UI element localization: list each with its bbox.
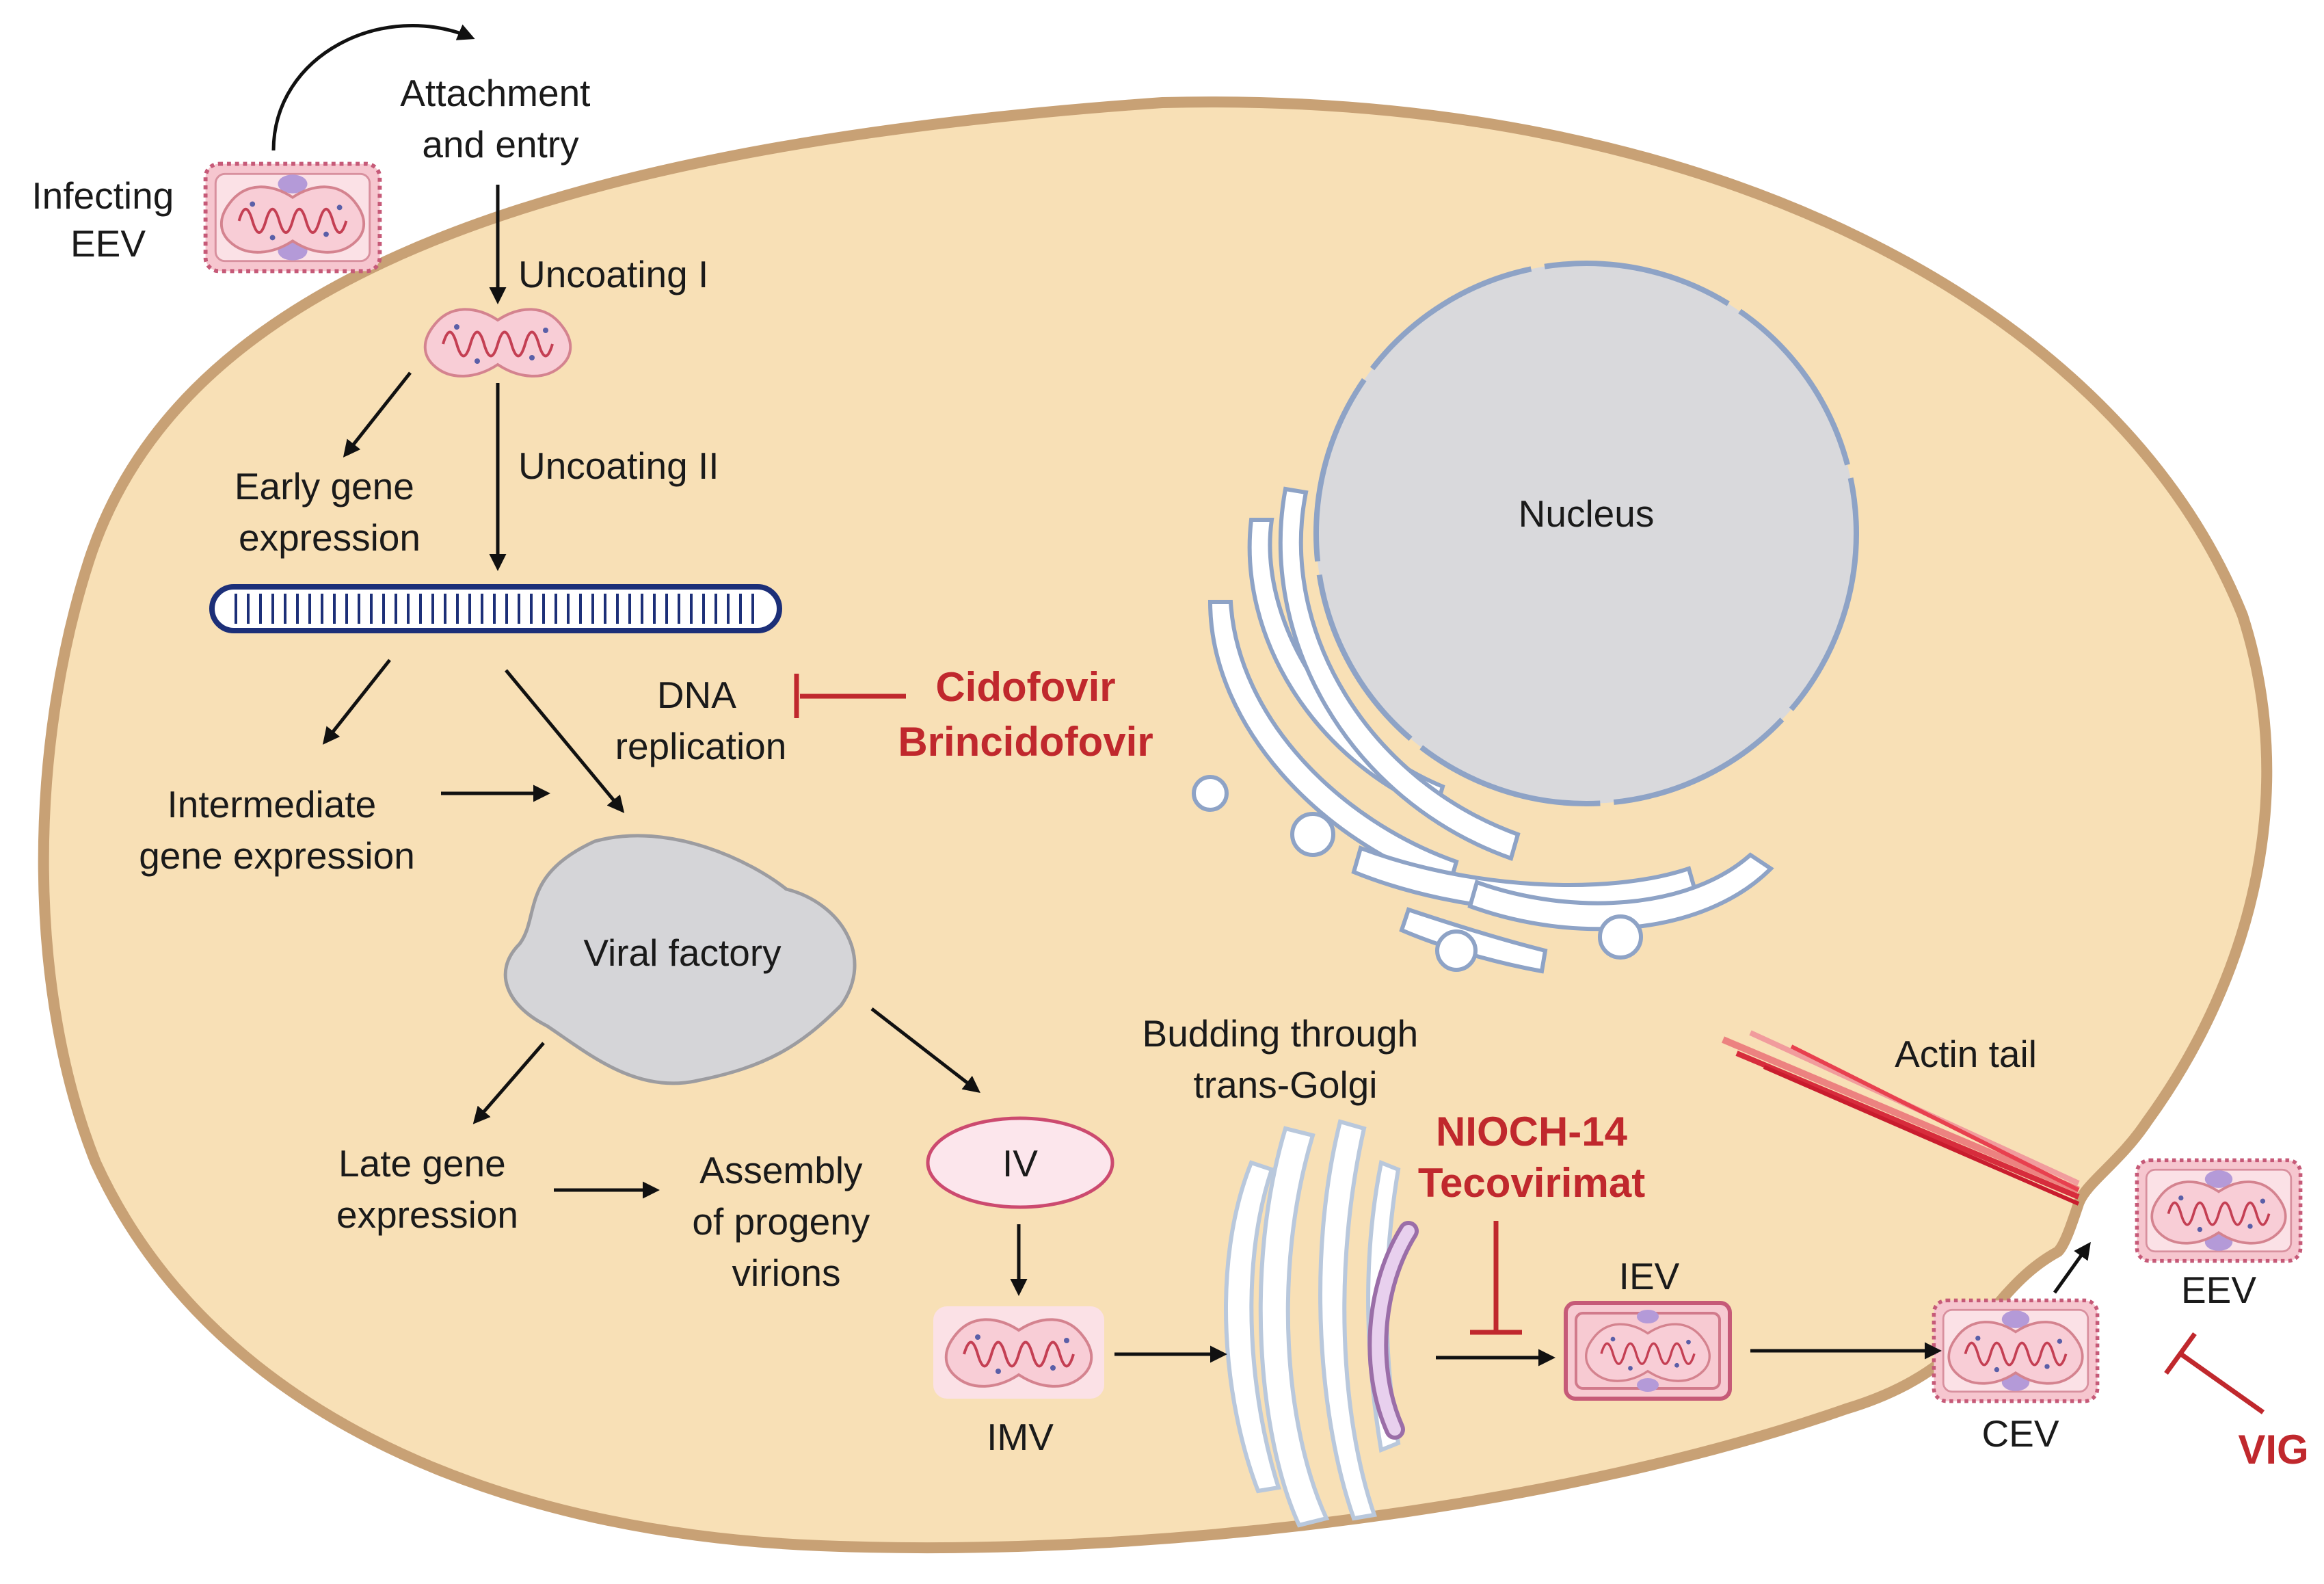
label-nucleus: Nucleus <box>1519 492 1655 535</box>
label-eev: EEV <box>2181 1269 2256 1311</box>
drug-vig: VIG <box>2238 1427 2308 1473</box>
label-infecting-eev: Infecting EEV <box>31 174 184 265</box>
label-iv: IV <box>1002 1142 1038 1185</box>
inhibition-marks <box>794 674 2265 1414</box>
trans-golgi <box>1223 1119 1419 1528</box>
label-actin-tail: Actin tail <box>1895 1033 2037 1075</box>
pathway-arrows <box>271 24 2091 1367</box>
label-intermediate-gene: Intermediate gene expression <box>139 783 415 877</box>
label-viral-factory: Viral factory <box>583 932 782 974</box>
viral-dna <box>209 584 782 633</box>
label-cev: CEV <box>1981 1412 2059 1455</box>
label-early-gene: Early gene expression <box>235 465 425 559</box>
nucleus <box>1313 261 1859 806</box>
uncoated-core <box>423 308 572 378</box>
iv-particle <box>926 1116 1114 1209</box>
infecting-eev-virion <box>206 164 380 272</box>
viral-factory <box>503 834 857 1085</box>
label-imv: IMV <box>987 1416 1054 1458</box>
actin-tail <box>1722 1030 2080 1206</box>
endoplasmic-reticulum <box>1192 486 1774 974</box>
drug-cidofovir: Cidofovir <box>935 664 1115 710</box>
drug-brincidofovir: Brincidofovir <box>898 719 1153 765</box>
label-iev: IEV <box>1619 1255 1680 1297</box>
eev-virion <box>2137 1160 2300 1260</box>
drug-nioch-14: NIOCH-14 <box>1436 1109 1628 1154</box>
label-attachment-entry: Attachment and entry <box>400 72 600 166</box>
label-late-gene: Late gene expression <box>336 1142 518 1236</box>
cev-virion <box>1934 1300 2097 1401</box>
label-dna-replication: DNA replication <box>615 674 787 767</box>
iev-particle <box>1564 1301 1732 1401</box>
label-assembly: Assembly of progeny virions <box>692 1149 880 1294</box>
label-budding: Budding through trans-Golgi <box>1143 1012 1429 1106</box>
label-uncoating-1: Uncoating I <box>518 253 708 295</box>
label-uncoating-2: Uncoating II <box>518 445 719 487</box>
drug-tecovirimat: Tecovirimat <box>1418 1160 1645 1206</box>
